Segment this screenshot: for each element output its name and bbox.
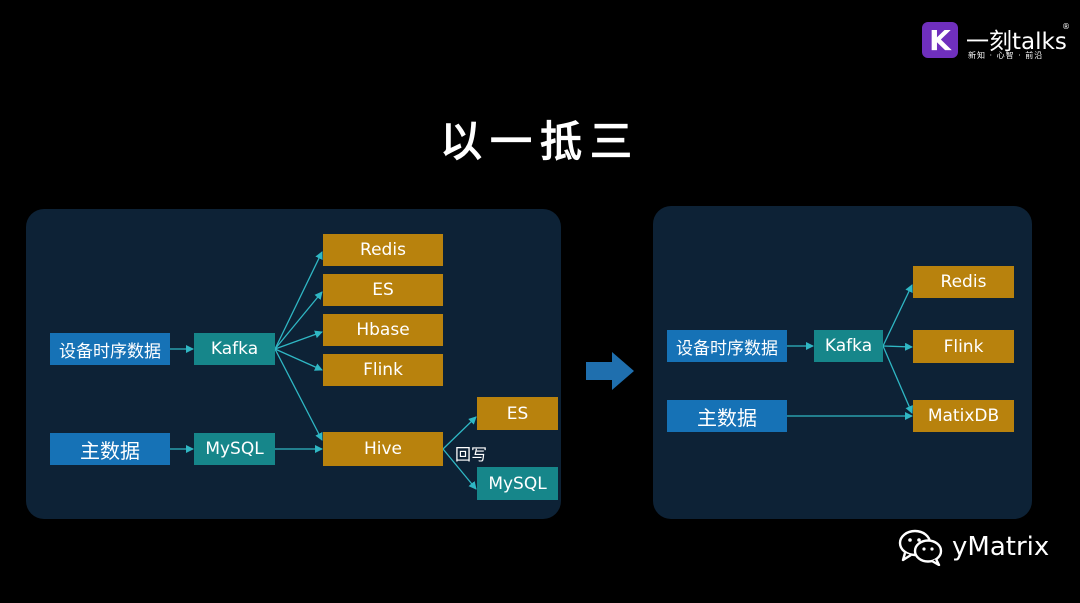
- node-r-matrixdb: MatixDB: [913, 400, 1014, 432]
- watermark: yMatrix: [898, 528, 1049, 566]
- node-r-redis: Redis: [913, 266, 1014, 298]
- edge-r-kafka-flink: [882, 342, 913, 351]
- edge-kafka-es: [274, 291, 323, 350]
- edge-kafka-redis: [274, 251, 323, 350]
- node-device-timeseries: 设备时序数据: [50, 333, 170, 365]
- edge-hive-mysql2: [442, 448, 477, 490]
- logo-registered-mark: ®: [1062, 22, 1070, 31]
- node-hbase: Hbase: [323, 314, 443, 346]
- edge-kafka-hive: [274, 348, 323, 441]
- node-master-data: 主数据: [50, 433, 170, 465]
- node-es: ES: [323, 274, 443, 306]
- logo-name: 一刻talks: [966, 29, 1067, 55]
- edge-kafka-flink: [274, 348, 323, 371]
- node-redis: Redis: [323, 234, 443, 266]
- writeback-label: 回写: [455, 445, 488, 464]
- node-es-writeback: ES: [477, 397, 558, 430]
- edge-r-kafka-matrixdb: [882, 345, 913, 414]
- node-mysql-writeback: MySQL: [477, 467, 558, 500]
- edge-hive-es2: [442, 416, 477, 450]
- edge-r-kafka-redis: [882, 284, 913, 347]
- logo-k-icon: K: [922, 22, 958, 58]
- node-r-master-data: 主数据: [667, 400, 787, 432]
- transition-arrow-icon: [586, 352, 634, 390]
- node-r-kafka: Kafka: [814, 330, 883, 362]
- edge-kafka-hbase: [274, 330, 323, 350]
- node-kafka: Kafka: [194, 333, 275, 365]
- node-r-flink: Flink: [913, 330, 1014, 363]
- node-mysql: MySQL: [194, 433, 275, 465]
- node-r-device-timeseries: 设备时序数据: [667, 330, 787, 362]
- node-flink: Flink: [323, 354, 443, 386]
- node-hive: Hive: [323, 432, 443, 466]
- logo-tagline: 新知 · 心智 · 前沿: [968, 51, 1044, 60]
- watermark-text: yMatrix: [952, 532, 1050, 562]
- slide-title: 以一抵三: [439, 117, 640, 166]
- wechat-icon: [898, 529, 943, 566]
